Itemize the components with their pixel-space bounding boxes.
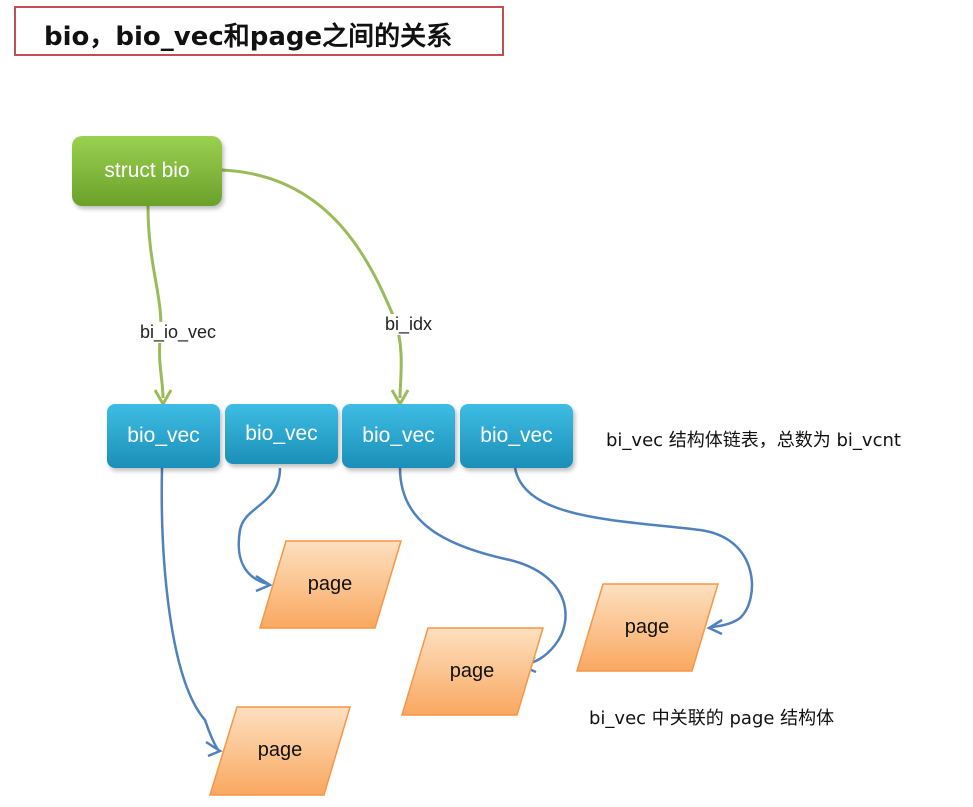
edge-label-bi-idx: bi_idx xyxy=(383,314,435,335)
bio-vec-label: bio_vec xyxy=(480,424,553,447)
page-shape-4 xyxy=(208,706,352,796)
page-label-1: page xyxy=(307,573,353,595)
bio-vec-node-2: bio_vec xyxy=(225,404,338,464)
struct-bio-node: struct bio xyxy=(72,136,222,206)
page-label-4: page xyxy=(257,739,303,761)
note-page-struct: bi_vec 中关联的 page 结构体 xyxy=(589,708,835,729)
edge-bi-io-vec xyxy=(146,205,165,399)
bio-vec-node-4: bio_vec xyxy=(460,404,573,468)
struct-bio-label: struct bio xyxy=(104,159,190,182)
bio-vec-label: bio_vec xyxy=(127,424,200,447)
arrowhead-vec1-page4 xyxy=(205,740,223,758)
diagram-title: bio，bio_vec和page之间的关系 xyxy=(44,22,453,52)
bio-vec-label: bio_vec xyxy=(245,422,318,445)
title-box: bio，bio_vec和page之间的关系 xyxy=(14,6,504,56)
page-shape-2 xyxy=(575,583,720,672)
arrowhead-vec2-page1 xyxy=(255,574,273,593)
bio-vec-node-3: bio_vec xyxy=(342,404,455,468)
edge-vec3-page3 xyxy=(398,467,567,667)
page-label-3: page xyxy=(449,660,495,682)
page-shape-3 xyxy=(400,627,545,716)
edge-vec2-page1 xyxy=(237,467,282,586)
edge-vec4-page2 xyxy=(513,467,754,629)
bio-vec-label: bio_vec xyxy=(362,424,435,447)
note-vec-list: bi_vec 结构体链表，总数为 bi_vcnt xyxy=(606,430,901,451)
bio-vec-node-1: bio_vec xyxy=(107,404,220,468)
edge-label-bi-io-vec: bi_io_vec xyxy=(138,322,219,343)
page-shape-1 xyxy=(258,540,403,629)
page-label-2: page xyxy=(624,616,670,638)
edge-bi-idx xyxy=(221,168,403,399)
arrowhead-vec4-page2 xyxy=(706,618,723,636)
edge-vec1-page4 xyxy=(160,467,220,751)
